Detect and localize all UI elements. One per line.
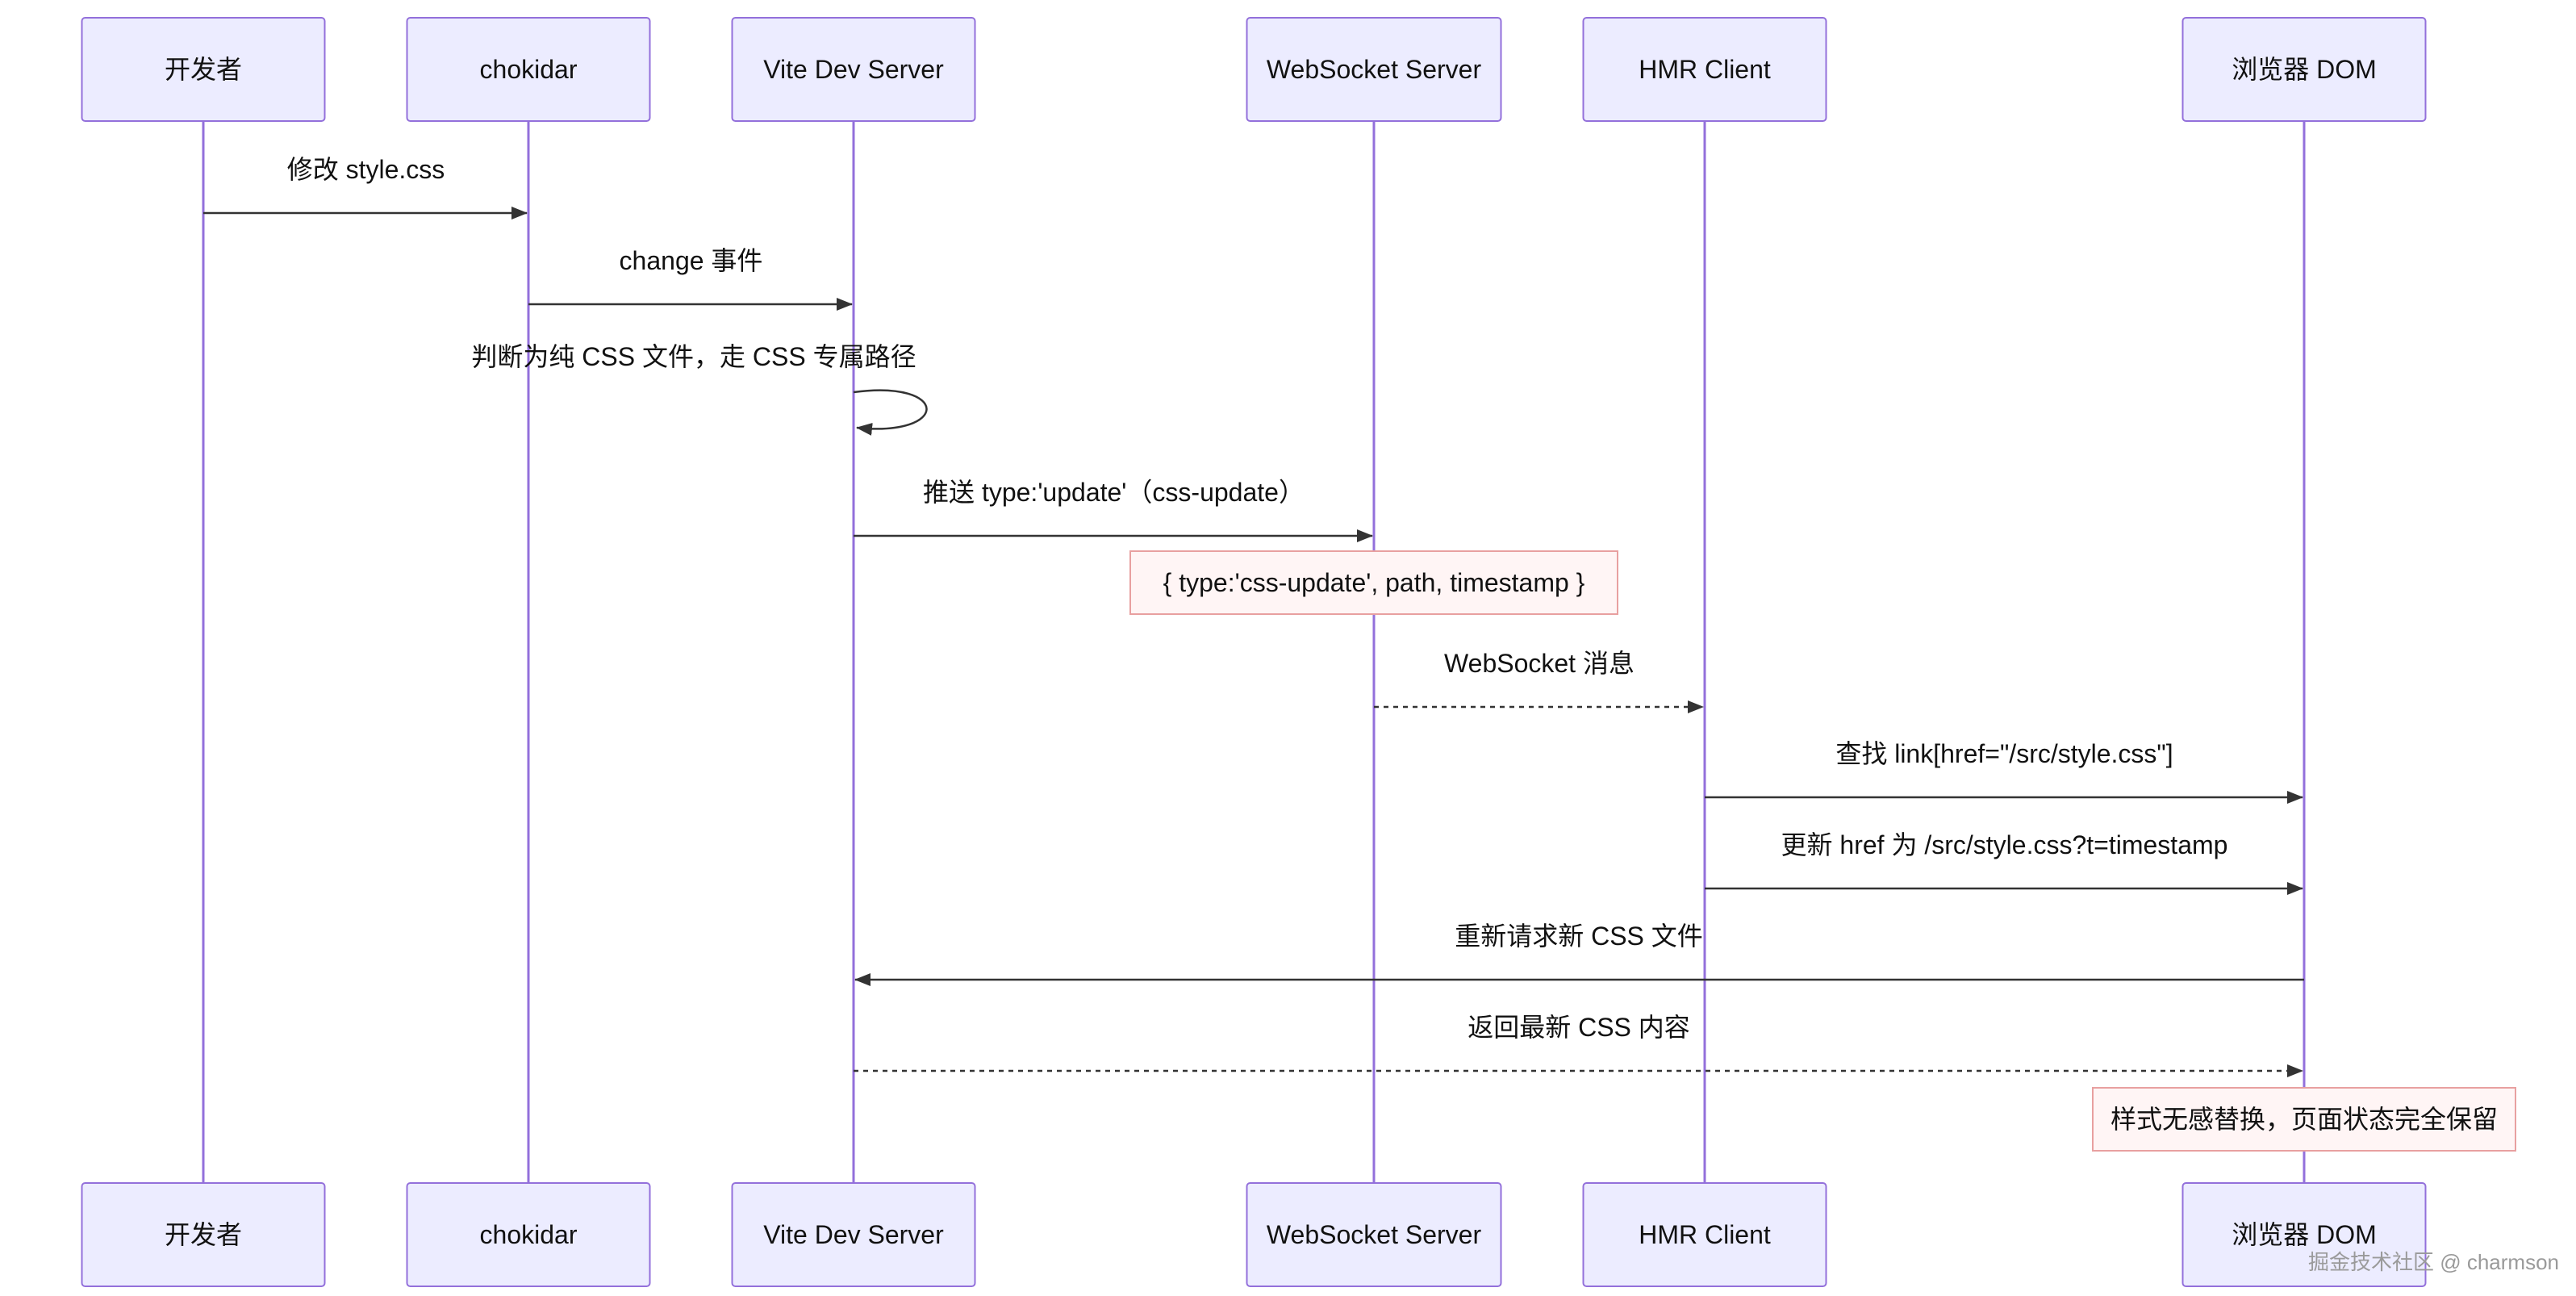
actor-hmr-bottom: HMR Client bbox=[1582, 1182, 1827, 1287]
actor-box bbox=[1246, 1182, 1502, 1287]
actor-dom-bottom: 浏览器 DOM bbox=[2181, 1182, 2427, 1287]
actor-label: 浏览器 DOM bbox=[2232, 55, 2377, 84]
actor-box bbox=[81, 17, 326, 122]
note-box bbox=[1129, 550, 1618, 615]
actor-ws-bottom: WebSocket Server bbox=[1246, 1182, 1502, 1287]
message-1: 修改 style.css bbox=[203, 155, 528, 219]
message-3: 判断为纯 CSS 文件，走 CSS 专属路径 bbox=[471, 342, 928, 436]
actor-chokidar-bottom: chokidar bbox=[406, 1182, 651, 1287]
message-6: 查找 link[href="/src/style.css"] bbox=[1705, 739, 2303, 804]
watermark-text: 掘金技术社区 @ charmson bbox=[2308, 1250, 2559, 1274]
message-5: WebSocket 消息 bbox=[1374, 649, 1704, 713]
message-label: 修改 style.css bbox=[287, 155, 445, 184]
actor-dev-top: 开发者 bbox=[81, 17, 326, 122]
actor-hmr-top: HMR Client bbox=[1582, 17, 1827, 122]
actor-label: WebSocket Server bbox=[1267, 55, 1482, 84]
note-text: { type:'css-update', path, timestamp } bbox=[1163, 568, 1585, 597]
actor-label: chokidar bbox=[480, 1220, 578, 1249]
actor-label: chokidar bbox=[480, 55, 578, 84]
actor-dom-top: 浏览器 DOM bbox=[2181, 17, 2427, 122]
actor-label: Vite Dev Server bbox=[763, 55, 944, 84]
actor-box bbox=[1582, 1182, 1827, 1287]
actor-box bbox=[2181, 1182, 2427, 1287]
actor-box bbox=[731, 1182, 976, 1287]
actor-dev-bottom: 开发者 bbox=[81, 1182, 326, 1287]
actor-label: Vite Dev Server bbox=[763, 1220, 944, 1249]
actor-box bbox=[406, 17, 651, 122]
message-4: 推送 type:'update'（css-update） bbox=[854, 478, 1373, 542]
note-box bbox=[2092, 1087, 2516, 1152]
message-label: 推送 type:'update'（css-update） bbox=[923, 478, 1305, 507]
actor-label: WebSocket Server bbox=[1267, 1220, 1482, 1249]
message-label: 重新请求新 CSS 文件 bbox=[1455, 922, 1703, 951]
message-2: change 事件 bbox=[528, 246, 853, 311]
actor-box bbox=[731, 17, 976, 122]
actor-box bbox=[1246, 17, 1502, 122]
message-label: change 事件 bbox=[620, 246, 763, 275]
actor-label: HMR Client bbox=[1639, 55, 1771, 84]
actor-box bbox=[2181, 17, 2427, 122]
lifelines bbox=[202, 121, 2306, 1183]
message-label: WebSocket 消息 bbox=[1444, 649, 1635, 678]
actor-vite-bottom: Vite Dev Server bbox=[731, 1182, 976, 1287]
actor-label: 开发者 bbox=[165, 1220, 242, 1249]
actor-label: 浏览器 DOM bbox=[2232, 1220, 2377, 1249]
actor-ws-top: WebSocket Server bbox=[1246, 17, 1502, 122]
message-label: 查找 link[href="/src/style.css"] bbox=[1835, 739, 2173, 768]
notes: { type:'css-update', path, timestamp } 样式… bbox=[1129, 550, 2516, 1152]
note-dom: 样式无感替换，页面状态完全保留 bbox=[2092, 1087, 2516, 1152]
actor-box bbox=[406, 1182, 651, 1287]
actor-label: HMR Client bbox=[1639, 1220, 1771, 1249]
message-label: 返回最新 CSS 内容 bbox=[1468, 1013, 1690, 1042]
actor-box bbox=[1582, 17, 1827, 122]
message-7: 更新 href 为 /src/style.css?t=timestamp bbox=[1705, 830, 2303, 895]
message-9: 返回最新 CSS 内容 bbox=[854, 1013, 2303, 1077]
actor-box bbox=[81, 1182, 326, 1287]
actor-chokidar-top: chokidar bbox=[406, 17, 651, 122]
message-label: 判断为纯 CSS 文件，走 CSS 专属路径 bbox=[471, 342, 916, 371]
message-8: 重新请求新 CSS 文件 bbox=[854, 922, 2304, 986]
actor-vite-top: Vite Dev Server bbox=[731, 17, 976, 122]
message-arrow bbox=[853, 389, 928, 436]
message-label: 更新 href 为 /src/style.css?t=timestamp bbox=[1781, 830, 2228, 859]
note-text: 样式无感替换，页面状态完全保留 bbox=[2110, 1105, 2498, 1134]
note-ws: { type:'css-update', path, timestamp } bbox=[1129, 550, 1618, 615]
actor-label: 开发者 bbox=[165, 55, 242, 84]
